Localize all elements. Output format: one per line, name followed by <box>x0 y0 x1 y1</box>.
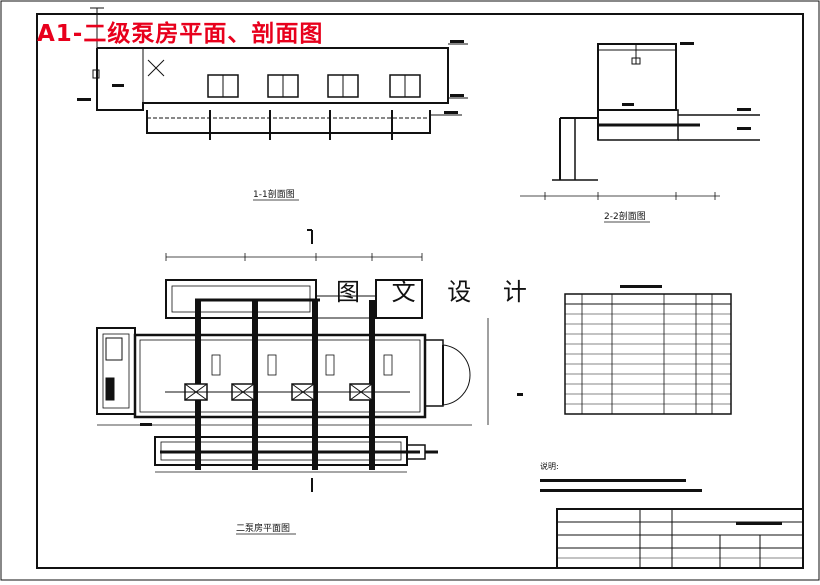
section-2-outline <box>597 43 677 111</box>
main-hall <box>133 333 427 419</box>
section-1-label: 1-1剖面图 <box>253 188 295 200</box>
section-1-1 <box>77 7 468 140</box>
notes-lines <box>540 479 702 492</box>
section-1-outline <box>96 47 449 111</box>
aux-room <box>96 327 136 415</box>
notes-heading: 说明: <box>540 461 559 471</box>
title-block <box>556 508 804 569</box>
sheet-title: A1-二级泵房平面、剖面图 <box>37 21 324 47</box>
pump-units <box>165 300 410 470</box>
equipment-table <box>564 285 732 415</box>
section-2-label: 2-2剖面图 <box>604 210 646 222</box>
watermark-text: 图 文 设 计 <box>336 278 539 306</box>
section-2-2 <box>520 42 760 200</box>
inner-frame <box>36 13 804 569</box>
plan-label: 二泵房平面图 <box>236 522 290 534</box>
pump-house-plan <box>96 229 523 492</box>
